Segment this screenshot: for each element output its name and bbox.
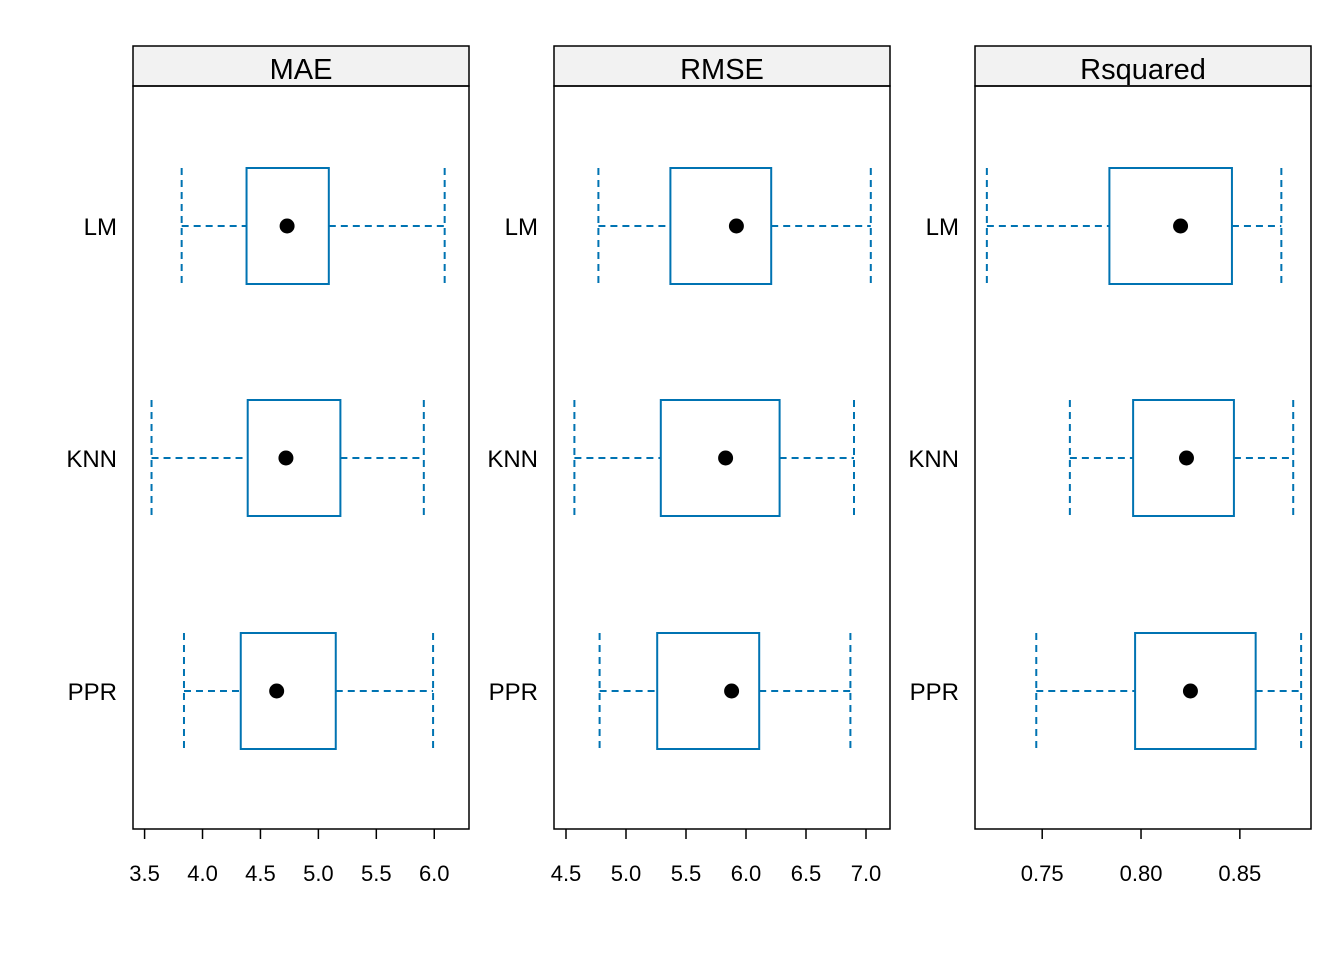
x-tick-label: 0.85 [1218,861,1261,886]
x-tick-label: 5.0 [303,861,334,886]
strip-title: RMSE [680,54,764,86]
box-ppr [598,632,852,750]
median-dot [1178,450,1194,466]
category-label: PPR [489,679,538,706]
panel-mae: MAE LM KNN PPR 3.5 4.0 4.5 5.0 5.5 6.0 [66,45,470,886]
panel-rmse: RMSE LM KNN PPR 4.5 5.0 5.5 6.0 6.5 7.0 [487,45,891,886]
category-label: LM [926,214,959,241]
box-knn [573,399,855,517]
x-tick-label: 4.5 [245,861,276,886]
iqr-box [245,167,330,285]
iqr-box [1108,167,1233,285]
median-dot [279,218,295,234]
category-label: LM [84,214,117,241]
category-label: KNN [487,446,538,473]
box-knn [1068,399,1295,517]
x-tick-label: 3.5 [129,861,160,886]
plot-frame [132,85,470,830]
iqr-box [1134,632,1257,750]
x-tick-label: 7.0 [851,861,882,886]
x-tick-label: 0.75 [1021,861,1064,886]
x-tick-label: 6.5 [791,861,822,886]
category-label: KNN [908,446,959,473]
iqr-box [1132,399,1235,517]
box-ppr [182,632,435,750]
category-label: PPR [68,679,117,706]
median-dot [724,683,740,699]
category-label: LM [505,214,538,241]
median-dot [728,218,744,234]
iqr-box [656,632,761,750]
plot-frame [553,85,891,830]
iqr-box [239,632,337,750]
strip-title: MAE [270,54,333,86]
median-dot [1182,683,1198,699]
category-label: PPR [910,679,959,706]
x-tick-label: 6.0 [419,861,450,886]
x-tick-label: 6.0 [731,861,762,886]
category-label: KNN [66,446,117,473]
x-tick-label: 5.0 [611,861,642,886]
box-ppr [1035,632,1303,750]
x-tick-label: 5.5 [671,861,702,886]
x-tick-label: 0.80 [1120,861,1163,886]
median-dot [269,683,285,699]
median-dot [718,450,734,466]
iqr-box [659,399,781,517]
strip-rsquared [974,45,1312,87]
median-dot [278,450,294,466]
box-knn [150,399,425,517]
box-lm [180,167,446,285]
x-tick-label: 4.0 [187,861,218,886]
box-lm [985,167,1283,285]
x-tick-label: 5.5 [361,861,392,886]
strip-rmse [553,45,891,87]
strip-title: Rsquared [1080,54,1206,86]
median-dot [1173,218,1189,234]
box-lm [597,167,872,285]
iqr-box [246,399,342,517]
strip-mae [132,45,470,87]
plot-frame [974,85,1312,830]
iqr-box [669,167,773,285]
x-tick-label: 4.5 [551,861,582,886]
